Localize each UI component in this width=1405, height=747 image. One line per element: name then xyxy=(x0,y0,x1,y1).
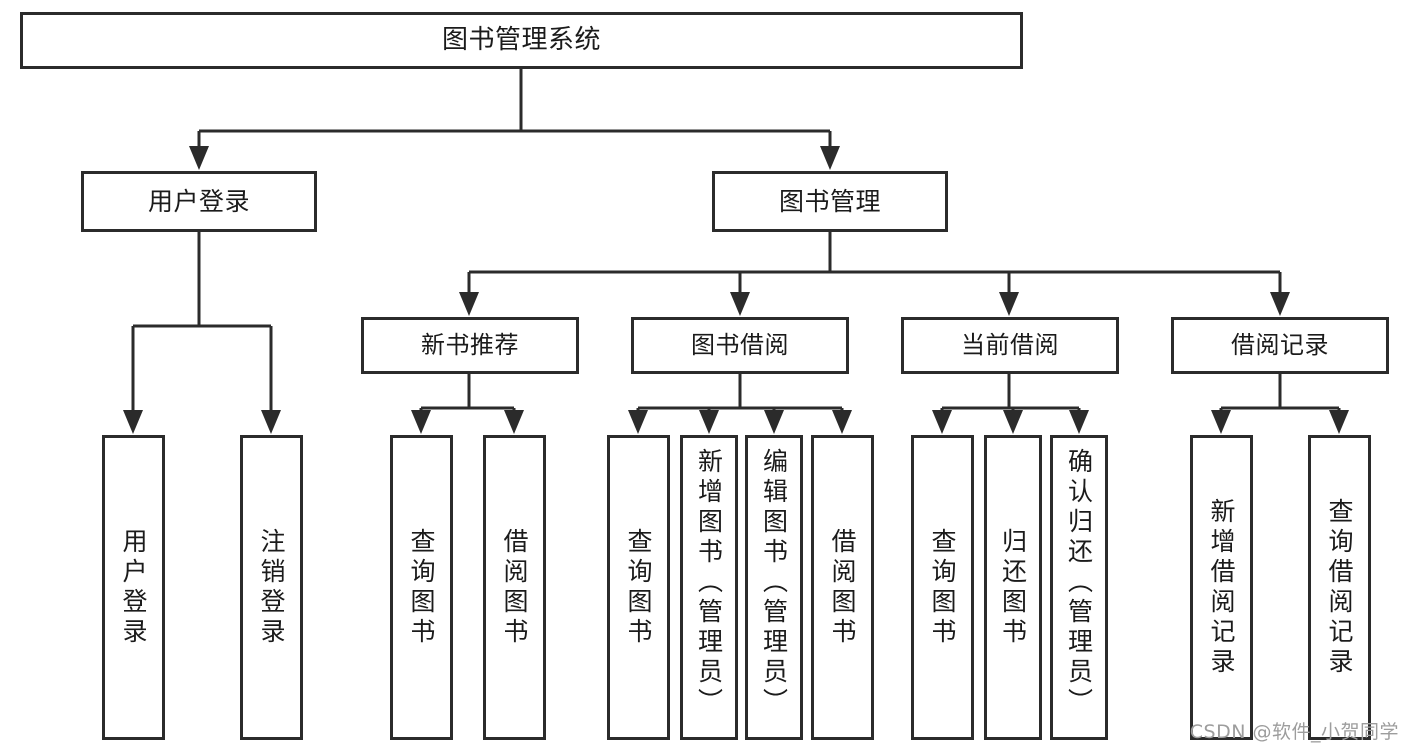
arrowhead-borrow-add xyxy=(699,410,719,434)
node-new-book-recommend[interactable]: 新书推荐 xyxy=(361,317,579,374)
node-label: 用户登录 xyxy=(147,186,250,216)
node-label: 借阅记录 xyxy=(1231,331,1329,360)
node-book-borrow[interactable]: 图书借阅 xyxy=(631,317,849,374)
node-label: 编辑图书（管理员） xyxy=(759,448,789,718)
node-label: 查询图书 xyxy=(407,527,436,648)
arrowhead-borrow-lend xyxy=(832,410,852,434)
arrowhead-user-login xyxy=(189,146,209,170)
arrowhead-borrow-query xyxy=(628,410,648,434)
arrowhead-record-add xyxy=(1211,410,1231,434)
node-label: 注销登录 xyxy=(257,527,286,648)
arrowhead-current-return xyxy=(1003,410,1023,434)
node-book-management[interactable]: 图书管理 xyxy=(712,171,948,232)
arrowhead-book-manage xyxy=(820,146,840,170)
arrowhead-book-borrow xyxy=(730,292,750,316)
node-label: 归还图书 xyxy=(998,527,1028,648)
node-label: 当前借阅 xyxy=(961,331,1059,360)
leaf-user-login[interactable]: 用户登录 xyxy=(102,435,165,740)
arrowhead-leaf-logout xyxy=(261,410,281,434)
node-label: 新书推荐 xyxy=(421,331,519,360)
leaf-borrow-query-book[interactable]: 查询图书 xyxy=(607,435,670,740)
arrowhead-rec-borrow xyxy=(504,410,524,434)
node-label: 查询图书 xyxy=(624,527,653,648)
leaf-query-borrow-record[interactable]: 查询借阅记录 xyxy=(1308,435,1371,740)
leaf-rec-borrow-book[interactable]: 借阅图书 xyxy=(483,435,546,740)
node-root-system[interactable]: 图书管理系统 xyxy=(20,12,1023,69)
node-current-borrow[interactable]: 当前借阅 xyxy=(901,317,1119,374)
node-borrow-record[interactable]: 借阅记录 xyxy=(1171,317,1389,374)
node-label: 图书管理 xyxy=(778,186,881,216)
node-label: 图书借阅 xyxy=(691,331,789,360)
node-label: 用户登录 xyxy=(119,527,148,648)
leaf-current-query-book[interactable]: 查询图书 xyxy=(911,435,974,740)
arrowhead-record-query xyxy=(1329,410,1349,434)
node-label: 借阅图书 xyxy=(828,527,857,648)
leaf-lend-book[interactable]: 借阅图书 xyxy=(811,435,874,740)
csdn-watermark: CSDN @软件_小贺同学 xyxy=(1189,721,1399,743)
node-label: 新增图书（管理员） xyxy=(694,448,724,718)
leaf-logout[interactable]: 注销登录 xyxy=(240,435,303,740)
leaf-add-book-admin[interactable]: 新增图书（管理员） xyxy=(680,435,738,740)
leaf-rec-query-book[interactable]: 查询图书 xyxy=(390,435,453,740)
node-user-login[interactable]: 用户登录 xyxy=(81,171,317,232)
node-label: 查询借阅记录 xyxy=(1325,497,1354,678)
arrowhead-rec-query xyxy=(411,410,431,434)
node-label: 借阅图书 xyxy=(500,527,529,648)
node-label: 图书管理系统 xyxy=(441,25,601,56)
leaf-return-book[interactable]: 归还图书 xyxy=(984,435,1042,740)
arrowhead-borrow-edit xyxy=(764,410,784,434)
node-label: 新增借阅记录 xyxy=(1207,497,1236,678)
arrowhead-current-confirm xyxy=(1069,410,1089,434)
arrowhead-borrow-record xyxy=(1270,292,1290,316)
arrowhead-new-book-rec xyxy=(459,292,479,316)
arrowhead-leaf-user-login xyxy=(123,410,143,434)
leaf-add-borrow-record[interactable]: 新增借阅记录 xyxy=(1190,435,1253,740)
arrowhead-current-query xyxy=(932,410,952,434)
node-label: 查询图书 xyxy=(928,527,957,648)
leaf-confirm-return-admin[interactable]: 确认归还（管理员） xyxy=(1050,435,1108,740)
leaf-edit-book-admin[interactable]: 编辑图书（管理员） xyxy=(745,435,803,740)
arrowhead-current-borrow xyxy=(999,292,1019,316)
node-label: 确认归还（管理员） xyxy=(1064,448,1094,718)
